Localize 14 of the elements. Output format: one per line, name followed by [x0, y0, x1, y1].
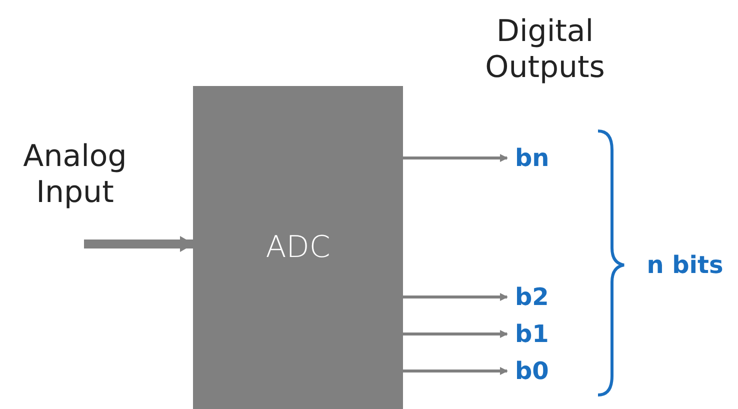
output-bit-label: bn	[515, 144, 550, 172]
adc-block	[193, 86, 403, 409]
arrow	[403, 330, 508, 338]
block-label: ADC	[266, 230, 330, 266]
thick-arrow	[84, 236, 194, 252]
arrow	[403, 367, 508, 375]
output-heading: Digital Outputs	[484, 13, 606, 87]
bit-count-label: n bits	[646, 250, 724, 281]
output-bit-label: b1	[515, 320, 549, 348]
input-label: Analog Input	[22, 139, 128, 211]
arrow	[403, 293, 508, 301]
output-bit-label: b2	[515, 282, 549, 312]
arrow	[403, 154, 508, 162]
output-bit-label: b0	[515, 356, 549, 386]
